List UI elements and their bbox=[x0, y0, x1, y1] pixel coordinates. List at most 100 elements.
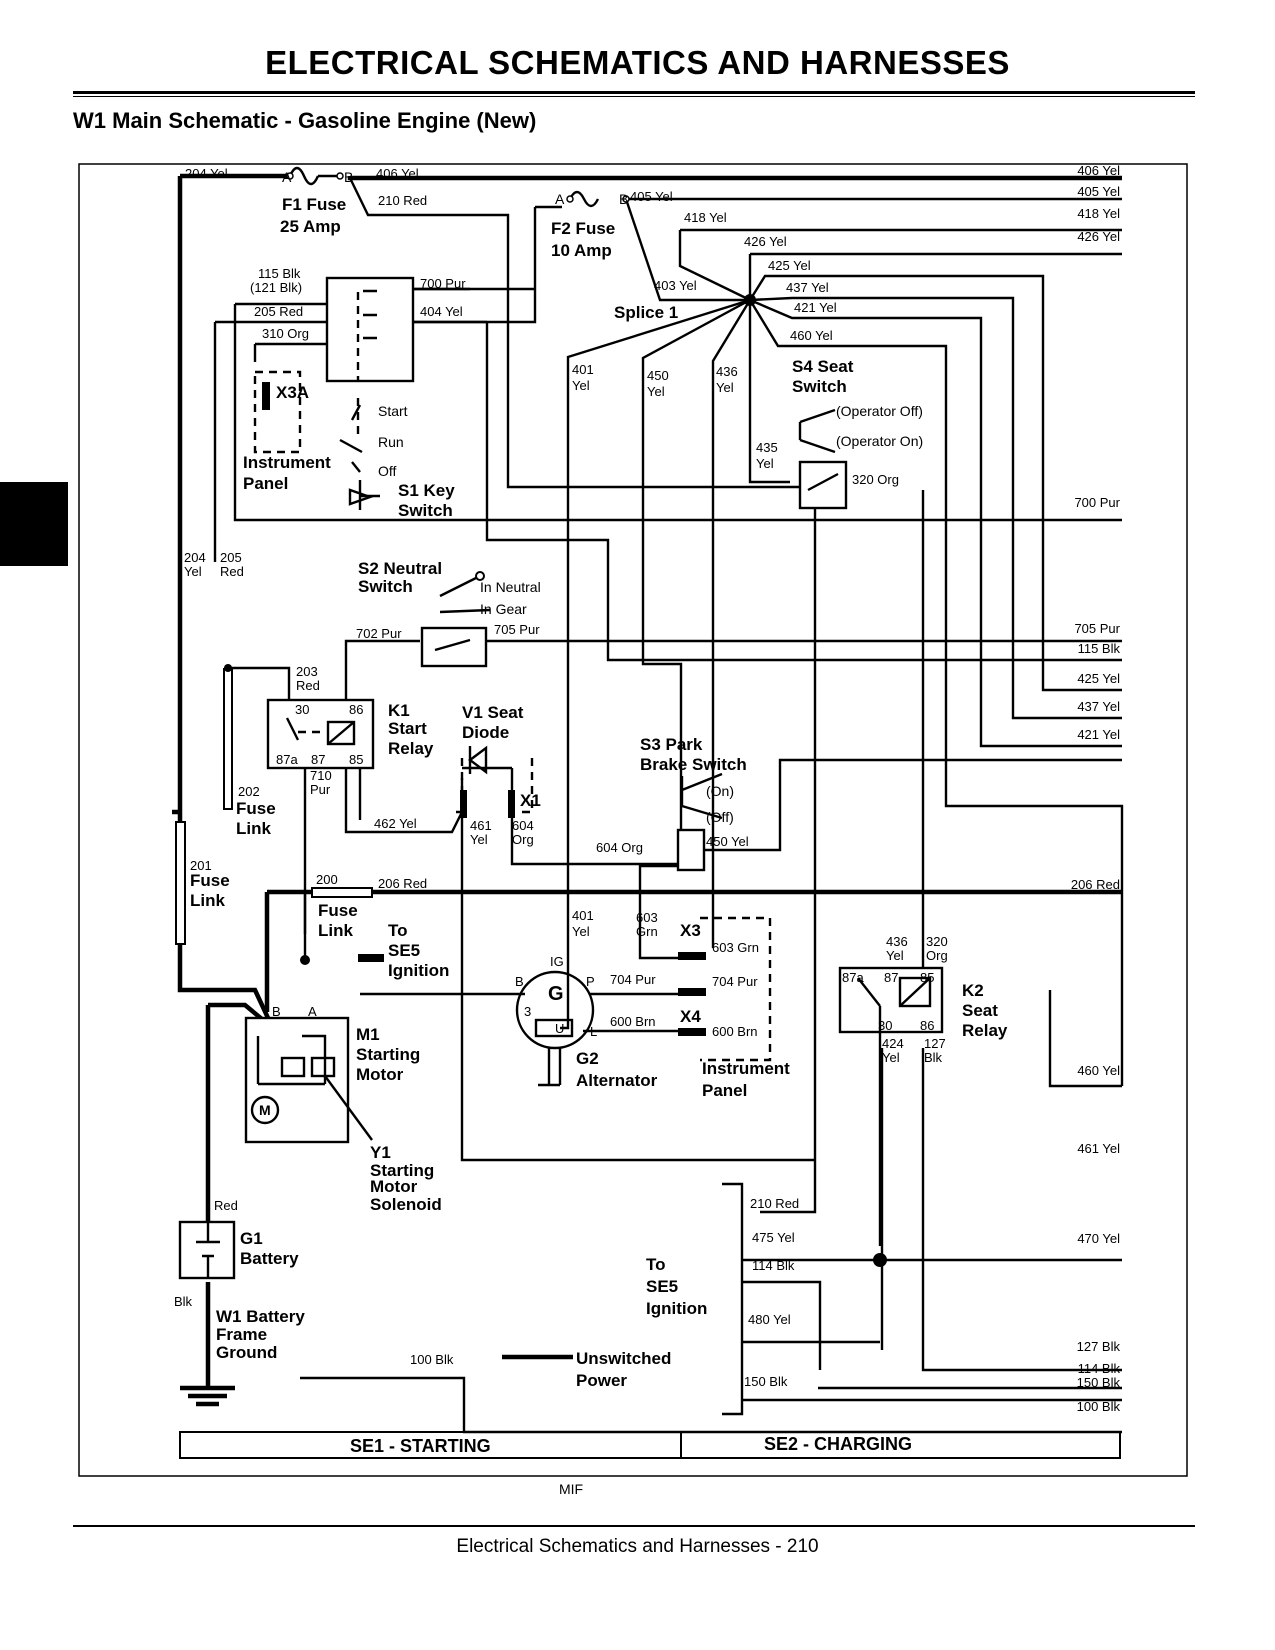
s2-label: S2 Neutral bbox=[358, 559, 442, 578]
wire-label: 404 Yel bbox=[420, 304, 463, 319]
pin-label: 86 bbox=[920, 1018, 934, 1033]
to-se5-b-label: To bbox=[646, 1255, 666, 1274]
s3-label-2: Brake Switch bbox=[640, 755, 747, 774]
s1-start: Start bbox=[378, 403, 408, 419]
wire-label: 603 Grn bbox=[712, 940, 759, 955]
splice-1-node bbox=[744, 294, 756, 306]
v1-label: V1 Seat bbox=[462, 703, 524, 722]
right-wire-label: 206 Red bbox=[1071, 877, 1120, 892]
page-title: ELECTRICAL SCHEMATICS AND HARNESSES bbox=[265, 44, 1010, 81]
g1-label-2: Battery bbox=[240, 1249, 299, 1268]
wire-label: 210 Red bbox=[378, 193, 427, 208]
bottom-bar bbox=[179, 1431, 1121, 1459]
schematic-frame bbox=[78, 163, 1188, 1477]
s4-operator-on: (Operator On) bbox=[836, 433, 923, 449]
right-wire-label: 127 Blk bbox=[1077, 1339, 1121, 1354]
wire-label: Red bbox=[296, 678, 320, 693]
wire-label: 127 bbox=[924, 1036, 946, 1051]
wire-label: 702 Pur bbox=[356, 626, 402, 641]
wire-label: 450 Yel bbox=[706, 834, 749, 849]
header-rule-thin bbox=[73, 96, 1195, 97]
k1-label: K1 bbox=[388, 701, 410, 720]
s2-label-2: Switch bbox=[358, 577, 413, 596]
wire-label: 115 Blk bbox=[258, 266, 301, 281]
pin-label: 3 bbox=[524, 1004, 531, 1019]
s1-run: Run bbox=[378, 434, 404, 450]
wire-label: 700 Pur bbox=[420, 276, 466, 291]
right-wire-label: 705 Pur bbox=[1074, 621, 1120, 636]
wire-label: 114 Blk bbox=[752, 1258, 795, 1273]
s2-in-gear: In Gear bbox=[480, 601, 527, 617]
pin-label: G bbox=[548, 983, 564, 1005]
f2-fuse-label: F2 Fuse bbox=[551, 219, 615, 238]
fuse-link-201-label: Fuse bbox=[190, 871, 230, 890]
k1-label-2: Start bbox=[388, 719, 427, 738]
f1-rating-label: 25 Amp bbox=[280, 217, 341, 236]
k2-label: K2 bbox=[962, 981, 984, 1000]
wire-label: 704 Pur bbox=[712, 974, 758, 989]
g1-label: G1 bbox=[240, 1229, 263, 1248]
wire-label: 462 Yel bbox=[374, 816, 417, 831]
pin-label: B bbox=[619, 191, 628, 207]
x3-label: X3 bbox=[680, 921, 701, 940]
component-labels: F1 Fuse 25 Amp F2 Fuse 10 Amp Splice 1 X… bbox=[190, 195, 1008, 1390]
y1-label: Y1 bbox=[370, 1143, 391, 1162]
wire-label: Red bbox=[220, 564, 244, 579]
pin-label: A bbox=[282, 169, 292, 185]
right-wire-label: 426 Yel bbox=[1077, 229, 1120, 244]
wire-label: 603 bbox=[636, 910, 658, 925]
wire-labels: 204 Yel 406 Yel 210 Red 405 Yel 418 Yel … bbox=[184, 166, 948, 1389]
wire-label: 205 bbox=[220, 550, 242, 565]
right-wire-label: 425 Yel bbox=[1077, 671, 1120, 686]
right-wire-label: 700 Pur bbox=[1074, 495, 1120, 510]
pin-label: A bbox=[555, 191, 565, 207]
m1-label: M1 bbox=[356, 1025, 380, 1044]
m1-label-3: Motor bbox=[356, 1065, 404, 1084]
k1-start-relay bbox=[266, 698, 375, 770]
x3a-connector bbox=[262, 382, 270, 410]
wire-label: Yel bbox=[572, 378, 590, 393]
motor-symbol bbox=[250, 1095, 280, 1125]
wire-label: 418 Yel bbox=[684, 210, 727, 225]
f2-fuse-symbol bbox=[568, 190, 600, 208]
wire-label: 206 Red bbox=[378, 876, 427, 891]
wire-label: Org bbox=[512, 832, 534, 847]
legend-unswitched-label-2: Power bbox=[576, 1371, 627, 1390]
figure-code: MIF bbox=[559, 1481, 584, 1497]
w1-label: W1 Battery bbox=[216, 1307, 305, 1326]
wire-label: Yel bbox=[647, 384, 665, 399]
to-se5-label-2: SE5 bbox=[388, 941, 420, 960]
wire-label: 205 Red bbox=[254, 304, 303, 319]
signal-wires bbox=[213, 177, 1124, 1434]
wire-label: 204 Yel bbox=[185, 166, 228, 181]
wire-label: 150 Blk bbox=[744, 1374, 788, 1389]
wire-label: 202 bbox=[238, 784, 260, 799]
fuse-link-202 bbox=[223, 668, 233, 810]
s2-in-neutral: In Neutral bbox=[480, 579, 541, 595]
footer-rule bbox=[73, 1525, 1195, 1527]
s3-switch-box bbox=[676, 828, 706, 872]
wire-label: 320 Org bbox=[852, 472, 899, 487]
junction-470 bbox=[873, 1253, 887, 1267]
wire-label: Yel bbox=[756, 456, 774, 471]
wire-label: Yel bbox=[716, 380, 734, 395]
pin-label: B bbox=[515, 974, 524, 989]
g2-label: G2 bbox=[576, 1049, 599, 1068]
x3a-label: X3A bbox=[276, 383, 309, 402]
f1-fuse-label: F1 Fuse bbox=[282, 195, 346, 214]
wire-label: Blk bbox=[924, 1050, 943, 1065]
right-wire-label: 406 Yel bbox=[1077, 163, 1120, 178]
m1-starting-motor bbox=[244, 1016, 350, 1144]
wire-label: Pur bbox=[310, 782, 331, 797]
junction-203 bbox=[224, 664, 232, 672]
splice-1-wires bbox=[560, 274, 1124, 1086]
right-wire-label: 460 Yel bbox=[1077, 1063, 1120, 1078]
x1-label: X1 bbox=[520, 791, 541, 810]
wire-label: 461 bbox=[470, 818, 492, 833]
instrument-panel-2-label: Instrument bbox=[702, 1059, 790, 1078]
right-wire-label: 150 Blk bbox=[1077, 1375, 1121, 1390]
wire-label: Yel bbox=[886, 948, 904, 963]
wire-label: 401 bbox=[572, 362, 594, 377]
wire-label: 320 bbox=[926, 934, 948, 949]
